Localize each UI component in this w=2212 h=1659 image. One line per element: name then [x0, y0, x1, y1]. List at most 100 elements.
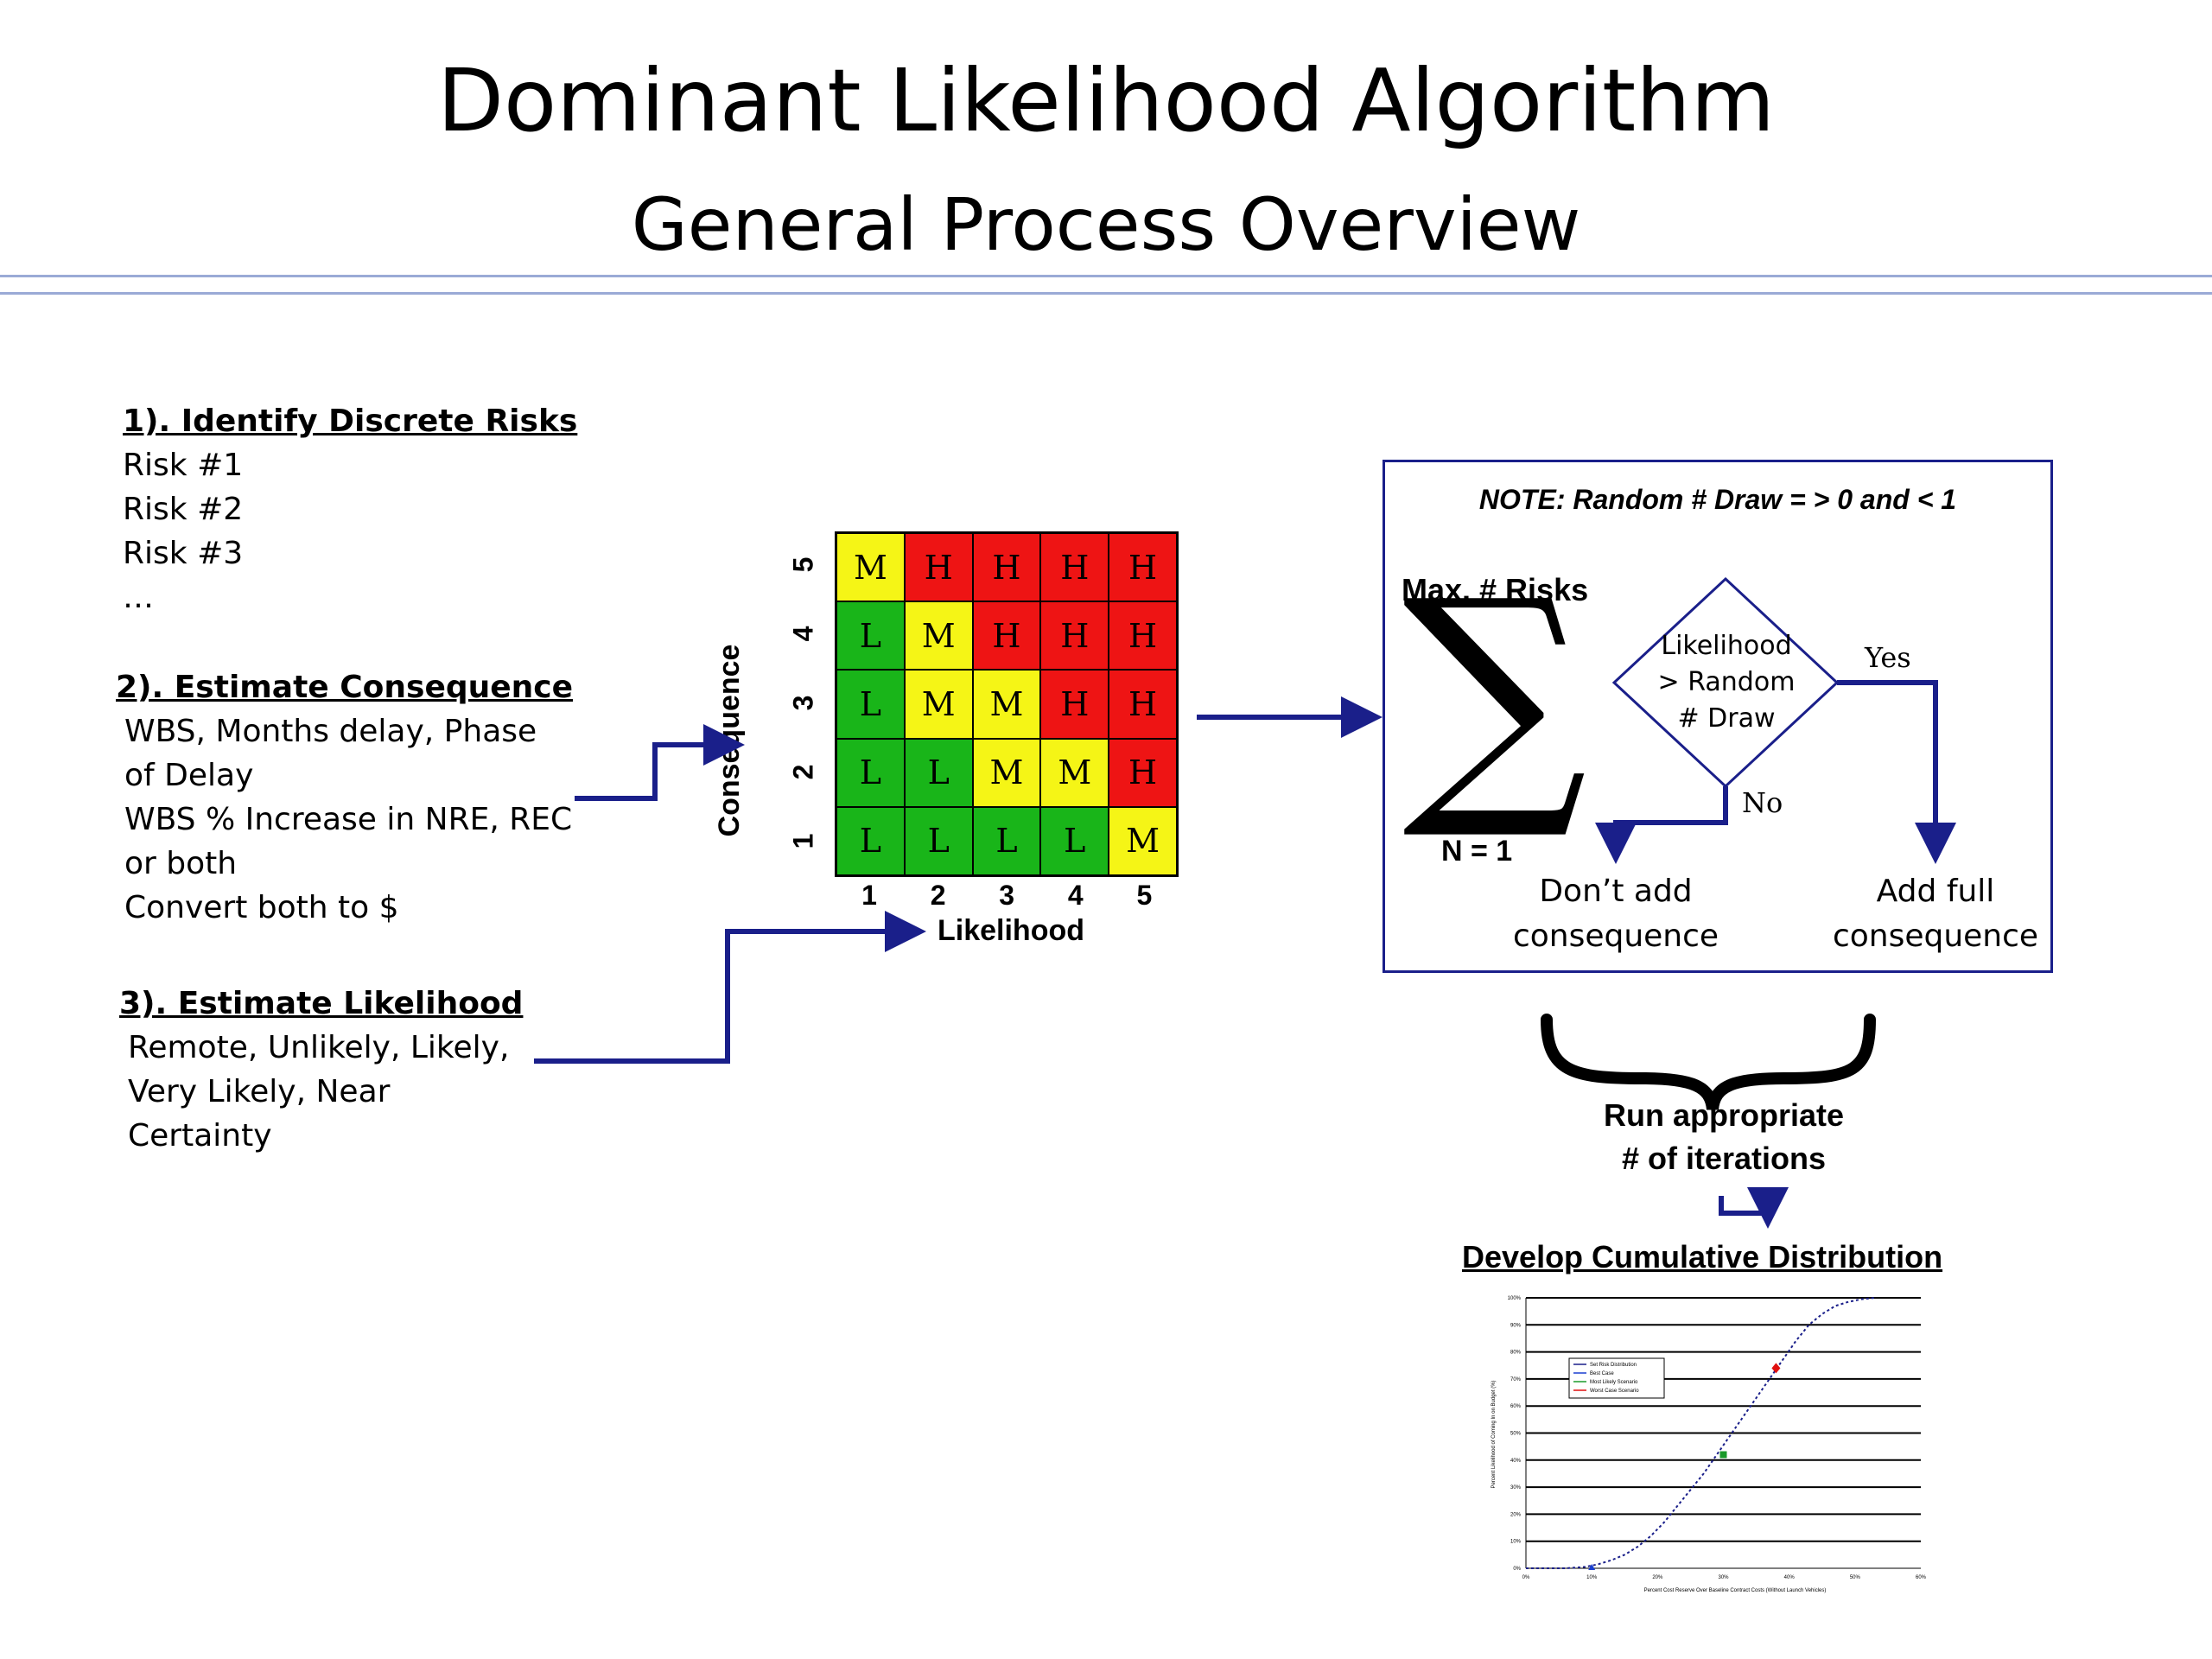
no-outcome-line: consequence	[1512, 918, 1719, 954]
arrow-likelihood-to-matrix	[534, 911, 926, 1064]
x-tick-label: 60%	[1916, 1575, 1927, 1580]
iterations-line: Run appropriate	[1603, 1097, 1844, 1133]
yes-label: Yes	[1865, 641, 1911, 674]
curly-brace	[1541, 1014, 1876, 1110]
x-tick: 5	[1136, 880, 1153, 911]
page-title: Dominant Likelihood Algorithm	[436, 50, 1776, 151]
y-tick-label: 20%	[1510, 1512, 1522, 1517]
x-tick-label: 0%	[1522, 1575, 1530, 1580]
decision-line: Likelihood	[1661, 631, 1792, 661]
step-consequence-line: WBS, Months delay, Phase	[124, 714, 537, 749]
y-tick: 4	[787, 626, 819, 642]
risk-cell: L	[1040, 806, 1109, 875]
y-tick: 1	[787, 833, 819, 849]
x-tick-label: 10%	[1586, 1575, 1598, 1580]
risk-cell: H	[1040, 533, 1109, 602]
risk-cell: L	[836, 670, 905, 739]
risk-cell: H	[1040, 601, 1109, 671]
y-tick-label: 40%	[1510, 1459, 1522, 1464]
step-consequence-line: WBS % Increase in NRE, REC	[124, 802, 573, 837]
x-tick: 2	[930, 880, 946, 911]
y-tick: 2	[787, 764, 819, 780]
algorithm-box	[1382, 460, 2053, 973]
y-tick-label: 50%	[1510, 1432, 1522, 1437]
sigma-icon: ∑	[1402, 544, 1588, 846]
x-tick-label: 50%	[1850, 1575, 1861, 1580]
header-rule-top	[0, 275, 2212, 277]
y-tick: 5	[787, 556, 819, 573]
marker-best-case	[1588, 1564, 1596, 1570]
y-tick-label: 90%	[1510, 1323, 1522, 1328]
x-tick-label: 20%	[1652, 1575, 1663, 1580]
arrow-consequence-to-matrix	[575, 724, 745, 801]
y-tick-label: 70%	[1510, 1377, 1522, 1382]
no-outcome: Don’t add consequence	[1486, 869, 1745, 959]
marker-most-likely	[1719, 1451, 1727, 1459]
arrow-to-distribution	[1719, 1187, 1789, 1229]
step-identify-line: Risk #1	[123, 448, 244, 483]
yes-outcome: Add full consequence	[1806, 869, 2065, 959]
y-tick-label: 30%	[1510, 1485, 1522, 1491]
marker-worst-case	[1771, 1363, 1781, 1374]
step-identify-line: …	[123, 580, 154, 615]
step-consequence-line: Convert both to $	[124, 890, 399, 925]
risk-cell: M	[836, 533, 905, 602]
step-likelihood-line: Very Likely, Near	[128, 1074, 391, 1109]
risk-cell: H	[972, 601, 1041, 671]
page-subtitle: General Process Overview	[631, 182, 1581, 267]
x-tick-label: 40%	[1784, 1575, 1796, 1580]
risk-cell: H	[904, 533, 973, 602]
risk-cell: M	[904, 601, 973, 671]
step-identify-line: Risk #3	[123, 536, 244, 571]
risk-cell: M	[972, 738, 1041, 807]
step-consequence-line: of Delay	[124, 758, 254, 793]
risk-cell: H	[1040, 670, 1109, 739]
chart-grid	[1525, 1297, 1921, 1569]
distribution-heading: Develop Cumulative Distribution	[1462, 1239, 1943, 1274]
decision-line: # Draw	[1677, 703, 1776, 734]
risk-cell: L	[904, 738, 973, 807]
x-tick: 3	[999, 880, 1015, 911]
step-likelihood-block: 3). Estimate Likelihood Remote, Unlikely…	[119, 982, 523, 1158]
legend-label: Set Risk Distribution	[1590, 1363, 1637, 1368]
y-tick: 3	[787, 695, 819, 711]
risk-cell: L	[836, 806, 905, 875]
risk-cell: H	[972, 533, 1041, 602]
risk-cell: L	[904, 806, 973, 875]
decision-line: > Random	[1657, 667, 1796, 697]
legend-label: Worst Case Scenario	[1590, 1389, 1639, 1394]
arrow-no-branch	[1595, 786, 1728, 864]
x-tick-label: 30%	[1718, 1575, 1729, 1580]
step-consequence-block: 2). Estimate Consequence WBS, Months del…	[116, 665, 573, 930]
iterations-note: Run appropriate # of iterations	[1538, 1094, 1910, 1180]
yes-outcome-line: Add full	[1876, 874, 1995, 909]
step-consequence-line: or both	[124, 846, 238, 881]
header-rule-bottom	[0, 292, 2212, 295]
risk-cell: H	[1109, 533, 1177, 602]
risk-cell: H	[1109, 738, 1177, 807]
y-tick-label: 0%	[1513, 1567, 1521, 1572]
legend-label: Best Case	[1590, 1371, 1614, 1376]
chart-x-label: Percent Cost Reserve Over Baseline Contr…	[1644, 1588, 1827, 1593]
chart-x-ticks: 0% 10% 20% 30% 40% 50% 60%	[1522, 1575, 1927, 1580]
random-draw-note: NOTE: Random # Draw = > 0 and < 1	[1478, 484, 1957, 515]
risk-cell: M	[972, 670, 1041, 739]
step-likelihood-heading: 3). Estimate Likelihood	[119, 986, 524, 1021]
yes-outcome-line: consequence	[1832, 918, 2039, 954]
risk-matrix-x-label: Likelihood	[938, 914, 1084, 947]
x-tick: 1	[861, 880, 877, 911]
decision-text: Likelihood > Random # Draw	[1623, 628, 1830, 737]
iterations-line: # of iterations	[1621, 1141, 1827, 1176]
risk-cell: L	[972, 806, 1041, 875]
risk-cell: H	[1109, 601, 1177, 671]
risk-cell: M	[1040, 738, 1109, 807]
risk-cell: L	[836, 738, 905, 807]
sum-upper-limit: Max. # Risks	[1402, 572, 1589, 607]
y-tick-label: 80%	[1510, 1351, 1522, 1356]
chart-y-label: Percent Likelihood of Coming In on Budge…	[1491, 1380, 1497, 1488]
y-tick-label: 60%	[1510, 1404, 1522, 1409]
risk-cell: M	[904, 670, 973, 739]
y-tick-label: 100%	[1508, 1296, 1522, 1301]
